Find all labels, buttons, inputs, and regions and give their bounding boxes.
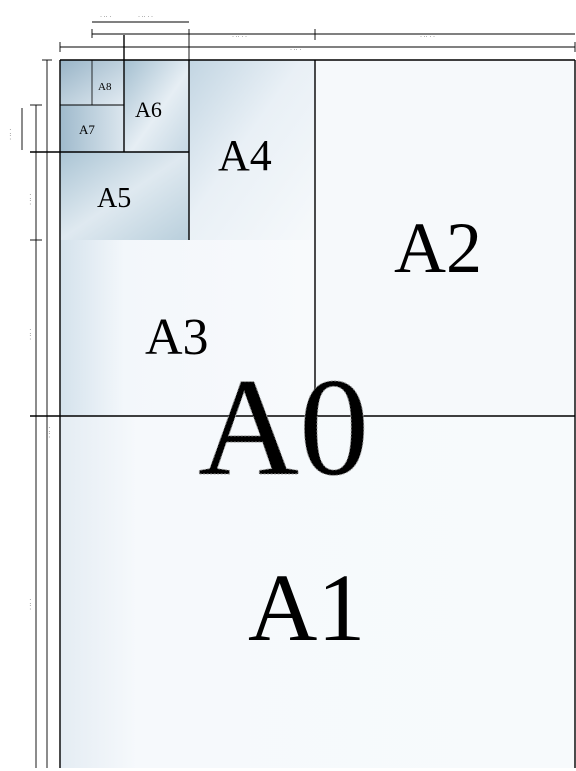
dimension-lines-left bbox=[21, 59, 52, 768]
label-a4: A4 bbox=[218, 131, 272, 180]
svg-text:· ·· · ·: · ·· · · bbox=[420, 34, 435, 40]
sheet-a5-region bbox=[60, 152, 189, 240]
svg-text:· ·· ·: · ·· · bbox=[47, 427, 53, 438]
sheet-a1-region bbox=[60, 416, 575, 768]
label-a8: A8 bbox=[98, 81, 112, 93]
svg-text:· ·· ·: · ·· · bbox=[28, 329, 34, 340]
sheet-a2-region bbox=[315, 60, 575, 416]
svg-text:· ·· ·: · ·· · bbox=[100, 14, 111, 20]
sheet-a7-region bbox=[60, 105, 124, 152]
svg-text:· ·· · ·: · ·· · · bbox=[138, 14, 153, 20]
label-a2: A2 bbox=[394, 208, 482, 288]
label-a5: A5 bbox=[97, 183, 131, 214]
label-a7: A7 bbox=[79, 122, 95, 137]
svg-text:· ·· ·: · ·· · bbox=[290, 47, 301, 53]
svg-text:· ·· ·: · ·· · bbox=[8, 129, 14, 140]
label-a0: A0 bbox=[198, 350, 369, 505]
svg-text:· ·· · ·: · ·· · · bbox=[232, 34, 247, 40]
svg-text:· ·· ·: · ·· · bbox=[28, 599, 34, 610]
dimension-lines-top bbox=[59, 21, 576, 60]
sheet-a3-region bbox=[60, 240, 315, 416]
label-a6: A6 bbox=[135, 97, 162, 122]
label-a3: A3 bbox=[145, 309, 209, 366]
sheet-a4-region bbox=[189, 60, 315, 240]
svg-text:· ·· ·: · ·· · bbox=[28, 194, 34, 205]
division-lines bbox=[30, 35, 576, 768]
label-a1: A1 bbox=[248, 554, 365, 661]
dimension-marks-top: · ·· · · ·· · · · ·· · · · ·· · · · ·· · bbox=[100, 14, 435, 53]
dimension-marks-left: · ·· · · ·· · · ·· · · ·· · · ·· · bbox=[8, 129, 53, 610]
sheet-a6-region bbox=[124, 60, 189, 152]
